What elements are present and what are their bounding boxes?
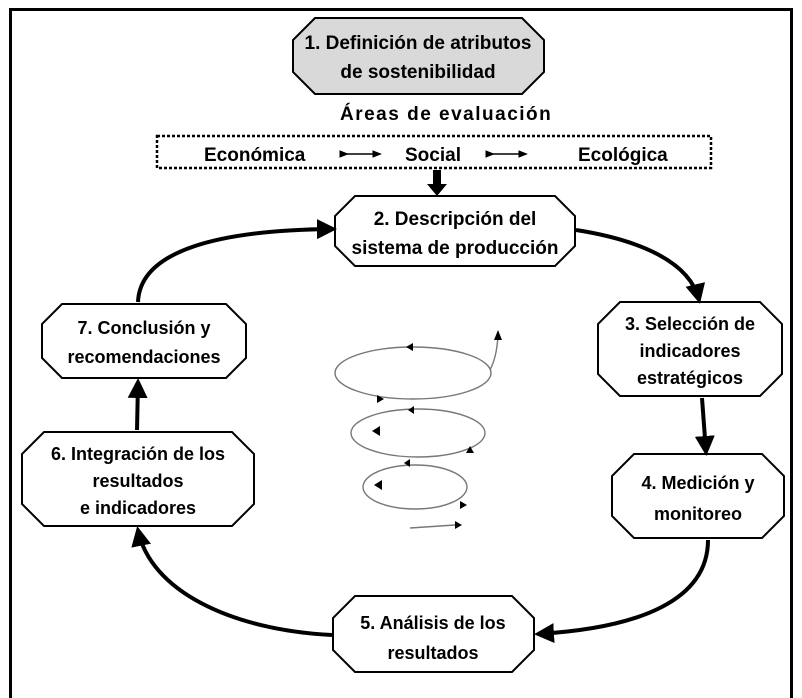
areas-box: Económica Social Ecológica (155, 134, 713, 170)
area-social: Social (405, 145, 461, 166)
cycle-arrows (127, 219, 715, 644)
step-3-line2: indicadores (639, 341, 740, 361)
step-5-box: 5. Análisis de los resultados (332, 595, 535, 673)
step-6-box: 6. Integración de los resultados e indic… (21, 431, 255, 527)
step-7-line1: 7. Conclusión y (77, 318, 210, 338)
arrow-7-to-2 (136, 219, 337, 303)
area-economica: Económica (204, 145, 306, 166)
spiral-arrowheads (372, 330, 502, 529)
step-2-line1: 2. Descripción del (374, 209, 537, 230)
diagram-frame (9, 8, 793, 698)
step-1-line1: 1. Definición de atributos (305, 33, 532, 54)
step-1-line2: de sostenibilidad (340, 62, 495, 83)
step-6-line1: 6. Integración de los (51, 444, 225, 464)
step-4-line2: monitoreo (654, 504, 742, 524)
arrow-3-to-4 (694, 397, 715, 456)
spiral-icon (334, 335, 499, 529)
step-4-box: 4. Medición y monitoreo (611, 453, 785, 539)
arrow-6-to-7 (127, 378, 148, 431)
step-6-line2: resultados (92, 471, 183, 491)
step-4-line1: 4. Medición y (641, 473, 754, 493)
area-ecologica: Ecológica (578, 145, 668, 166)
step-7-box: 7. Conclusión y recomendaciones (41, 303, 247, 379)
step-7-line2: recomendaciones (67, 347, 220, 367)
arrow-4-to-5 (534, 539, 710, 644)
step-2-line2: sistema de producción (352, 238, 559, 259)
step-5-line1: 5. Análisis de los (360, 613, 505, 633)
arrow-2-to-3 (575, 228, 706, 304)
down-arrow-icon (427, 170, 447, 196)
step-5-line2: resultados (387, 643, 478, 663)
step-1-box: 1. Definición de atributos de sostenibil… (292, 17, 545, 95)
areas-title: Áreas de evaluación (340, 103, 552, 125)
arrow-5-to-6 (131, 526, 333, 637)
step-3-line3: estratégicos (637, 368, 743, 388)
step-6-line3: e indicadores (80, 498, 196, 518)
step-3-line1: 3. Selección de (625, 314, 755, 334)
step-2-box: 2. Descripción del sistema de producción (334, 195, 576, 267)
step-3-box: 3. Selección de indicadores estratégicos (597, 301, 783, 397)
